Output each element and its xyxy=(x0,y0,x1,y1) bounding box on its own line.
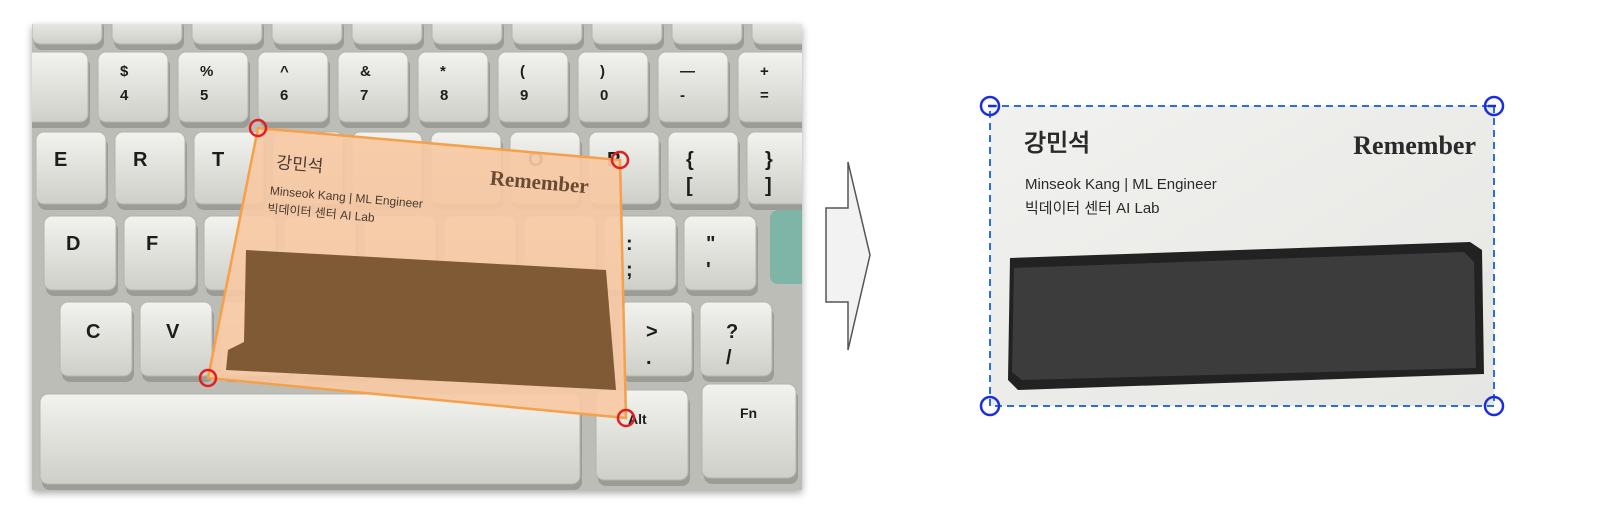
keycap-legend: } xyxy=(765,149,773,171)
keycap-legend: D xyxy=(66,233,80,255)
keycap-legend-top: ( xyxy=(520,63,525,80)
keycap-partial xyxy=(671,24,743,45)
keycap-legend: > xyxy=(646,321,658,343)
keycap-legend: ; xyxy=(626,259,633,281)
scan-corner-marker-bottom-left xyxy=(979,395,1001,417)
corner-marker-top-left xyxy=(248,118,268,138)
keycap-legend: / xyxy=(726,347,732,369)
scan-card-name-korean: 강민석 xyxy=(1024,130,1090,157)
keycap-number-row xyxy=(657,51,729,123)
keycap-partial xyxy=(111,24,183,45)
keycap-z-row xyxy=(699,301,773,377)
scan-card-dept-line: 빅데이터 센터 AI Lab xyxy=(1025,200,1160,217)
keycap-legend: T xyxy=(212,149,224,171)
scan-corner-marker-top-right xyxy=(1483,95,1505,117)
keycap-legend: F xyxy=(146,233,158,255)
keycap-legend-bottom: 8 xyxy=(440,87,448,104)
keycap-legend-top: % xyxy=(200,63,213,80)
keycap-teal xyxy=(770,210,802,284)
right-arrow-icon xyxy=(825,161,871,351)
keycap-partial xyxy=(431,24,503,45)
corner-marker-bottom-right xyxy=(616,408,636,428)
keycap-number-row xyxy=(417,51,489,123)
keycap-partial xyxy=(351,24,423,45)
keycap-legend-bottom: 4 xyxy=(120,87,129,104)
keycap-legend: [ xyxy=(686,175,693,197)
scan-redacted-area xyxy=(1012,252,1476,380)
keycap-number-row xyxy=(577,51,649,123)
keycap-legend: E xyxy=(54,149,67,171)
keycap-number-row xyxy=(337,51,409,123)
keycap-legend: { xyxy=(686,149,694,171)
keycap-legend-bottom: 6 xyxy=(280,87,288,104)
keycap-legend: ' xyxy=(706,259,711,281)
photo-card-name-korean: 강민석 xyxy=(276,153,324,176)
keycap-a-row xyxy=(683,215,757,291)
keycap-q-row xyxy=(35,131,107,205)
keycap-legend-top: $ xyxy=(120,63,129,80)
keycap-legend: ? xyxy=(726,321,738,343)
keycap-legend: " xyxy=(706,233,715,255)
keycap-fn xyxy=(701,383,797,479)
scan-bounding-box xyxy=(989,105,1495,407)
keycap-legend-bottom: 7 xyxy=(360,87,368,104)
keycap-number-row xyxy=(32,51,89,123)
keycap-legend: : xyxy=(626,233,633,255)
keycap-legend-fn: Fn xyxy=(740,405,757,421)
scan-card-name-line: Minseok Kang | ML Engineer xyxy=(1025,176,1217,193)
keycap-legend-bottom: = xyxy=(760,87,769,104)
keycap-a-row xyxy=(123,215,197,291)
detected-card: 강민석 Minseok Kang | ML Engineer 빅데이터 센터 A… xyxy=(198,118,636,428)
keycap-partial xyxy=(191,24,263,45)
keycap-number-row xyxy=(97,51,169,123)
keycap-partial xyxy=(511,24,583,45)
corner-marker-top-right xyxy=(610,150,630,170)
card-redacted-area xyxy=(226,250,616,390)
keycap-legend-bottom: 0 xyxy=(600,87,608,104)
keycap-legend-top: ^ xyxy=(280,63,289,80)
keycap-legend-top: ) xyxy=(600,63,605,80)
spacebar xyxy=(39,393,581,485)
keycap-legend-top: — xyxy=(680,63,695,80)
keycap-legend: C xyxy=(86,321,100,343)
keycap-z-row xyxy=(139,301,213,377)
corner-marker-bottom-left xyxy=(198,368,218,388)
keycap-q-row xyxy=(667,131,739,205)
keycap-legend: R xyxy=(133,149,148,171)
keycap-legend: . xyxy=(646,347,652,369)
keycap-number-row xyxy=(497,51,569,123)
output-scan: 강민석 Minseok Kang | ML Engineer 빅데이터 센터 A… xyxy=(979,95,1505,417)
keycap-partial xyxy=(591,24,663,45)
keycap-partial xyxy=(751,24,802,45)
keycap-legend-top: & xyxy=(360,63,371,80)
keycap-number-row xyxy=(257,51,329,123)
keycap-q-row xyxy=(746,131,802,205)
scan-corner-marker-bottom-right xyxy=(1483,395,1505,417)
keycap-number-row xyxy=(177,51,249,123)
keycap-legend: ] xyxy=(765,175,772,197)
keycap-q-row xyxy=(114,131,186,205)
keycap-legend-top: + xyxy=(760,63,769,80)
keycap-legend: V xyxy=(166,321,180,343)
keycap-legend-bottom: 5 xyxy=(200,87,208,104)
scan-card-brand: Remember xyxy=(1353,131,1476,160)
keycap-legend-bottom: 9 xyxy=(520,87,528,104)
keycap-z-row xyxy=(59,301,133,377)
keycap-a-row xyxy=(43,215,117,291)
keycap-partial xyxy=(32,24,103,45)
keycap-legend-top: * xyxy=(440,63,446,80)
scan-corner-marker-top-left xyxy=(979,95,1001,117)
keycap-legend-bottom: - xyxy=(680,87,685,104)
keycap-partial xyxy=(271,24,343,45)
keycap-number-row xyxy=(737,51,802,123)
